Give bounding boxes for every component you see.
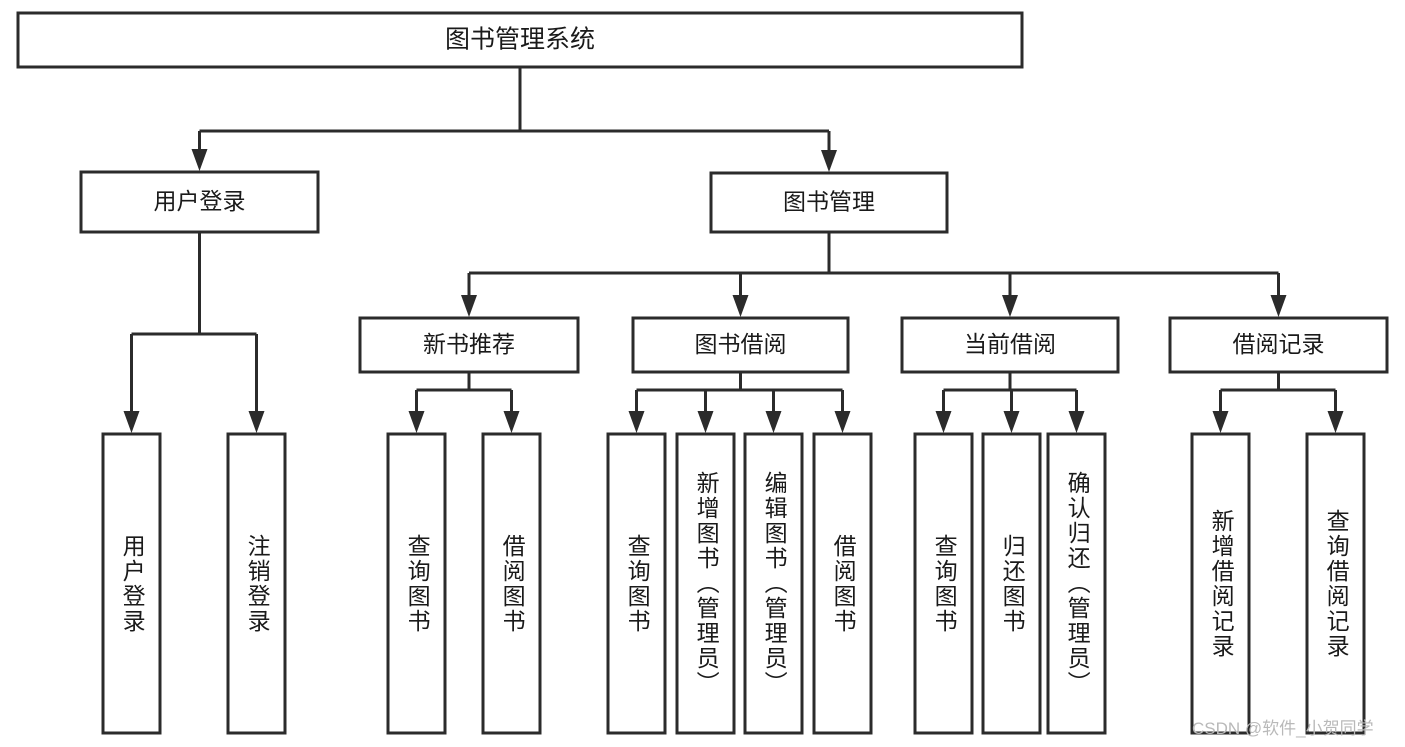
arrow-head-icon [732,295,749,317]
arrow-head-icon [765,411,782,433]
node-book-borrow[interactable]: 图书借阅 [631,316,850,374]
watermark: CSDN @软件_小贺同学 [1192,719,1374,738]
node-leaf-confirm-return[interactable] [1046,432,1107,735]
node-user-login[interactable]: 用户登录 [79,170,320,234]
node-leaf-return-book[interactable] [981,432,1042,735]
arrow-head-icon [1270,295,1287,317]
arrow-head-icon [628,411,645,433]
arrow-head-icon [1212,411,1229,433]
arrow-head-icon [248,411,265,433]
node-book-manage[interactable]: 图书管理 [709,171,949,234]
node-leaf-edit-book-admin[interactable] [743,432,804,735]
node-leaf-borrow-book-2[interactable] [812,432,873,735]
node-leaf-query-record[interactable] [1305,432,1366,735]
arrow-head-icon [834,411,851,433]
node-label: 新书推荐 [423,331,515,357]
arrow-head-icon [503,411,520,433]
node-label: 用户登录 [154,188,246,214]
arrow-head-icon [1068,411,1085,433]
node-borrow-record[interactable]: 借阅记录 [1168,316,1389,374]
node-leaf-user-logout[interactable] [226,432,287,735]
arrow-head-icon [123,411,140,433]
node-current-borrow[interactable]: 当前借阅 [900,316,1120,374]
arrow-head-icon [461,295,477,317]
node-label: 图书借阅 [695,331,787,357]
node-leaf-borrow-book-1[interactable] [481,432,542,735]
node-new-book-recommend[interactable]: 新书推荐 [358,316,580,374]
node-leaf-add-record[interactable] [1190,432,1251,735]
connector-layer [123,67,1344,433]
node-leaf-add-book-admin[interactable] [675,432,736,735]
arrow-head-icon [1327,411,1344,433]
node-root[interactable]: 图书管理系统 [16,11,1024,69]
node-label: 当前借阅 [964,331,1056,357]
arrow-head-icon [408,411,425,433]
node-leaf-query-book-1[interactable] [386,432,447,735]
arrow-head-icon [697,411,714,433]
arrow-head-icon [1002,295,1018,317]
arrow-head-icon [191,149,208,171]
node-leaf-user-login[interactable] [101,432,162,735]
node-label: 图书管理 [783,189,875,215]
node-label: 借阅记录 [1233,331,1325,357]
node-leaf-query-book-2[interactable] [606,432,667,735]
node-leaf-query-book-3[interactable] [913,432,974,735]
arrow-head-icon [1003,411,1020,433]
node-label: 图书管理系统 [445,26,595,54]
arrow-head-icon [935,411,952,433]
arrow-head-icon [821,150,837,172]
